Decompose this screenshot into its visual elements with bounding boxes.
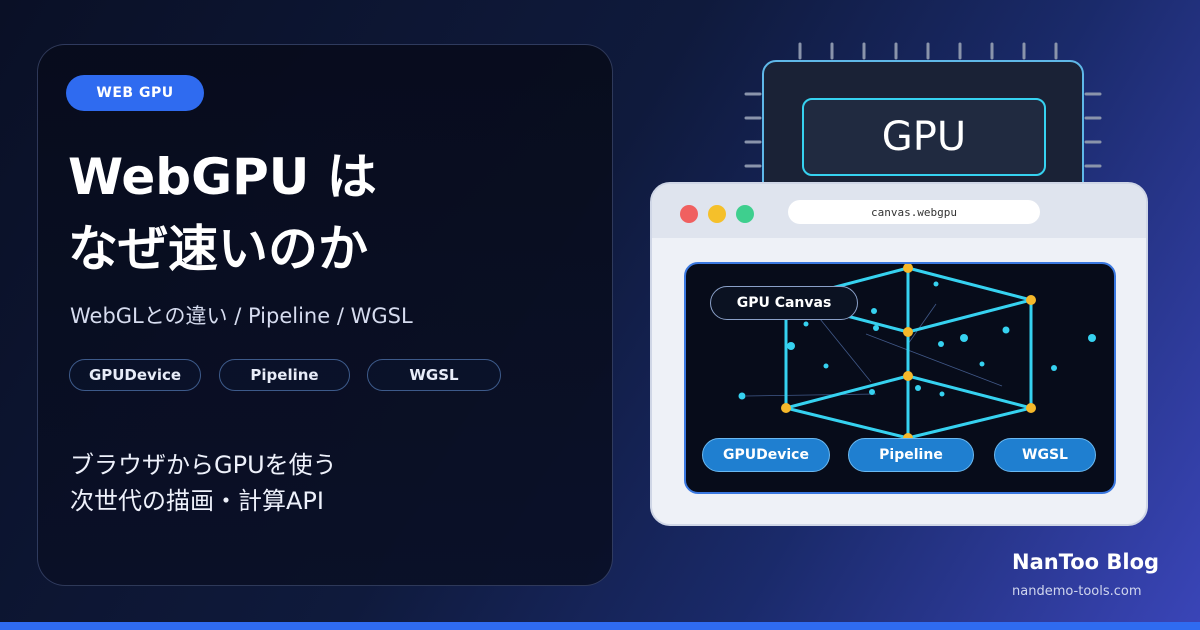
title-line-2: なぜ速いのか bbox=[68, 220, 368, 278]
page-title: WebGPU は なぜ速いのか bbox=[68, 141, 377, 285]
description-line-2: 次世代の描画・計算API bbox=[70, 487, 324, 515]
gpu-chip-label: GPU bbox=[802, 98, 1046, 176]
browser-titlebar: canvas.webgpu bbox=[652, 184, 1146, 238]
description-line-1: ブラウザからGPUを使う bbox=[70, 451, 337, 479]
gpu-canvas-label: GPU Canvas bbox=[710, 286, 858, 320]
gpudevice-button[interactable]: GPUDevice bbox=[702, 438, 830, 472]
gpu-canvas-viewport: GPU Canvas GPUDevice Pipeline WGSL bbox=[684, 262, 1116, 494]
category-badge[interactable]: WEB GPU bbox=[66, 75, 204, 111]
description: ブラウザからGPUを使う 次世代の描画・計算API bbox=[70, 447, 337, 519]
pipeline-button[interactable]: Pipeline bbox=[848, 438, 974, 472]
gpu-chip: GPU bbox=[762, 60, 1084, 200]
bottom-accent-bar bbox=[0, 622, 1200, 630]
wgsl-button[interactable]: WGSL bbox=[994, 438, 1096, 472]
minimize-dot-icon[interactable] bbox=[708, 205, 726, 223]
browser-window: canvas.webgpu bbox=[650, 182, 1148, 526]
tag-gpudevice[interactable]: GPUDevice bbox=[69, 359, 201, 391]
close-dot-icon[interactable] bbox=[680, 205, 698, 223]
hero-card: WEB GPU WebGPU は なぜ速いのか WebGLとの違い / Pipe… bbox=[37, 44, 613, 586]
maximize-dot-icon[interactable] bbox=[736, 205, 754, 223]
title-line-1: WebGPU は bbox=[68, 148, 377, 206]
tag-wgsl[interactable]: WGSL bbox=[367, 359, 501, 391]
address-bar[interactable]: canvas.webgpu bbox=[788, 200, 1040, 224]
subtitle: WebGLとの違い / Pipeline / WGSL bbox=[70, 304, 413, 328]
brand-name[interactable]: NanToo Blog bbox=[1012, 550, 1160, 574]
tag-pipeline[interactable]: Pipeline bbox=[219, 359, 350, 391]
brand-site[interactable]: nandemo-tools.com bbox=[1012, 584, 1142, 599]
